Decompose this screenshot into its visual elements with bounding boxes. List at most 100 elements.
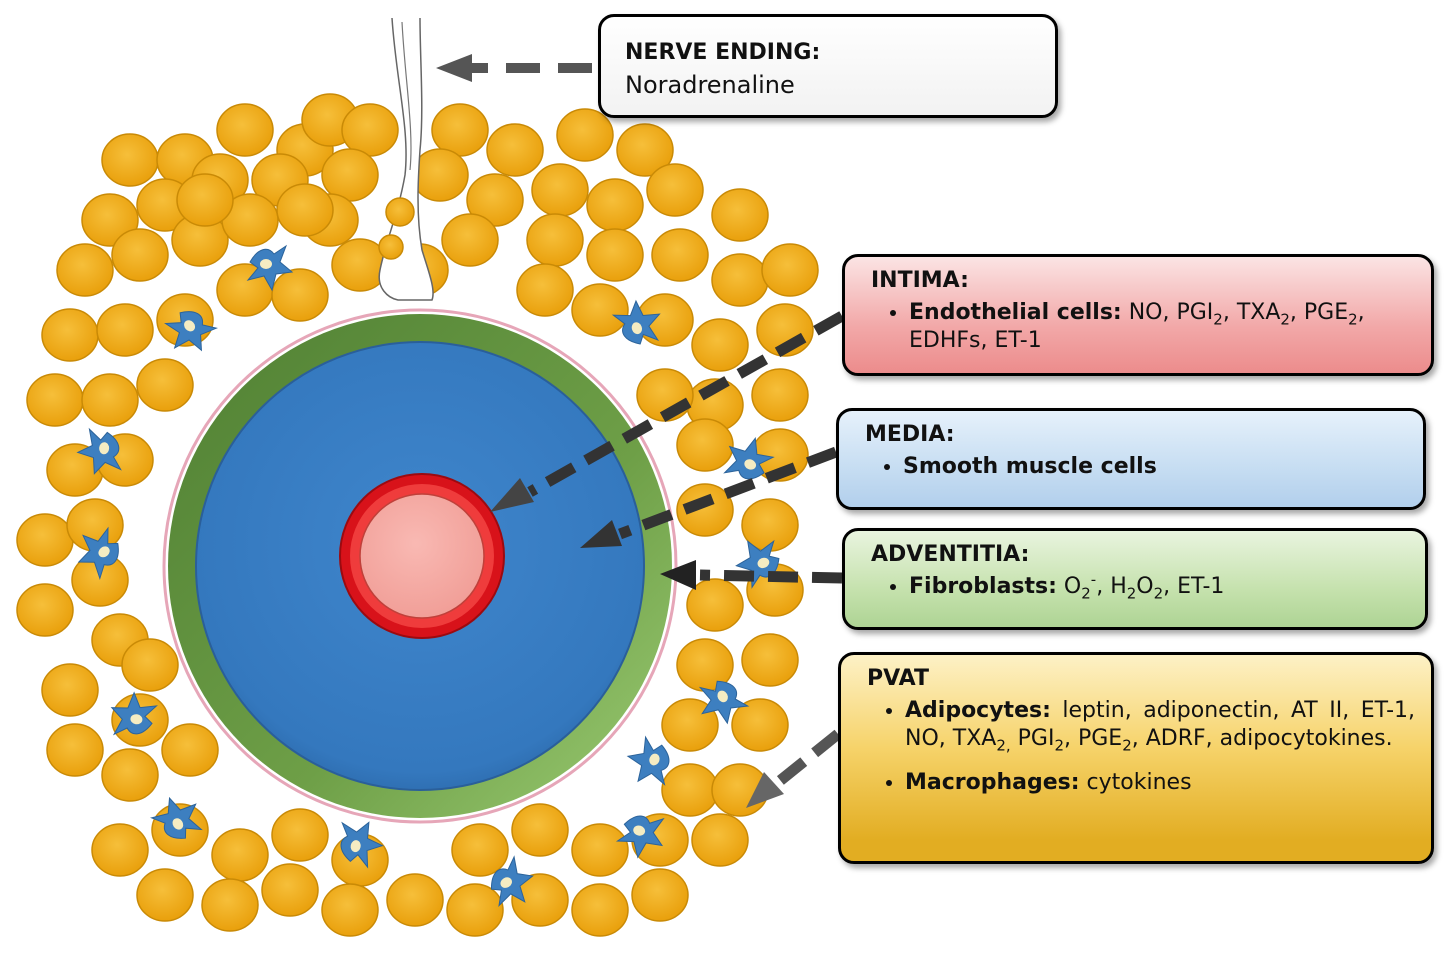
adipocyte xyxy=(586,178,644,232)
intima-sub-1: 2 xyxy=(1213,310,1223,329)
adipocyte xyxy=(216,103,274,157)
adipocyte xyxy=(56,243,114,297)
pvat-macrophages-item: Macrophages: cytokines xyxy=(905,769,1415,797)
adipocyte xyxy=(691,318,749,372)
intima-text-1: NO, PGI xyxy=(1121,300,1214,325)
media-list: Smooth muscle cells xyxy=(865,453,1407,481)
media-box: MEDIA: Smooth muscle cells xyxy=(836,408,1426,510)
macrophage xyxy=(340,821,384,869)
adipocyte xyxy=(271,268,329,322)
arrow-intima xyxy=(490,311,845,512)
macrophage xyxy=(77,526,119,581)
adipocyte xyxy=(711,188,769,242)
adipocyte xyxy=(101,748,159,802)
endothelial-label: Endothelial cells: xyxy=(909,300,1122,325)
lumen xyxy=(359,493,485,619)
adipocyte xyxy=(386,873,444,927)
nerve-ending-shape xyxy=(378,17,434,301)
adipocyte xyxy=(201,878,259,932)
adipocyte xyxy=(691,813,749,867)
adipocyte xyxy=(136,358,194,412)
adipocytes-label: Adipocytes: xyxy=(905,698,1051,723)
adipocyte xyxy=(446,883,504,937)
adipocyte xyxy=(46,723,104,777)
macrophage xyxy=(723,436,775,480)
adventitia-item: Fibroblasts: O2-, H2O2, ET-1 xyxy=(909,570,1409,603)
adipo-text-4: , ADRF, adipocytokines. xyxy=(1131,726,1393,751)
adipocyte xyxy=(41,663,99,717)
adipocyte xyxy=(531,163,589,217)
macrophage xyxy=(615,815,665,859)
adipocyte xyxy=(321,883,379,937)
adipocyte xyxy=(81,373,139,427)
adipocyte xyxy=(441,213,499,267)
adipocyte xyxy=(646,163,704,217)
adipocyte xyxy=(631,868,689,922)
adipocyte xyxy=(731,698,789,752)
adipocyte xyxy=(751,368,809,422)
media-item: Smooth muscle cells xyxy=(903,453,1407,481)
adipocyte xyxy=(466,173,524,227)
adipocyte xyxy=(136,868,194,922)
adipocyte xyxy=(16,583,74,637)
adipocyte xyxy=(41,308,99,362)
adipocyte xyxy=(26,373,84,427)
intima-text-2: , TXA xyxy=(1222,300,1281,325)
nerve-vesicle xyxy=(378,234,404,260)
adipocyte xyxy=(431,103,489,157)
adipocyte xyxy=(451,823,509,877)
adipocyte xyxy=(511,873,569,927)
arrow-pvat xyxy=(746,729,842,808)
adipocyte xyxy=(571,283,629,337)
adipocyte xyxy=(686,578,744,632)
adv-h2o2-sub1: 2 xyxy=(1126,584,1137,603)
intima-sub-2: 2 xyxy=(1280,310,1290,329)
adv-o2-sup: - xyxy=(1090,570,1097,589)
macrophages-label: Macrophages: xyxy=(905,770,1080,795)
adipocyte xyxy=(91,823,149,877)
adipocyte xyxy=(101,133,159,187)
adv-h2o2-a: , H xyxy=(1096,574,1127,599)
nerve-ending-box: NERVE ENDING: Noradrenaline xyxy=(598,14,1058,118)
adipocyte xyxy=(211,828,269,882)
intima-sub-3: 2 xyxy=(1348,310,1358,329)
arrow-nerve xyxy=(436,54,592,82)
adipocyte xyxy=(321,148,379,202)
nerve-ending-title: NERVE ENDING: xyxy=(625,40,821,65)
adipocyte xyxy=(571,823,629,877)
adv-h2o2-sub2: 2 xyxy=(1153,584,1164,603)
macrophage xyxy=(611,299,661,345)
arrow-media xyxy=(580,446,838,548)
adipocyte xyxy=(661,763,719,817)
adipocyte xyxy=(341,103,399,157)
intima-text-4: , EDHFs, ET-1 xyxy=(909,300,1365,353)
adv-o2-sub: 2 xyxy=(1081,584,1091,603)
macrophage xyxy=(110,691,158,736)
adipocyte xyxy=(511,803,569,857)
adipocyte xyxy=(121,638,179,692)
adipocyte xyxy=(741,633,799,687)
pvat-box: PVAT Adipocytes: leptin, adiponectin, AT… xyxy=(838,652,1434,864)
macrophage xyxy=(490,855,534,908)
adipocyte xyxy=(161,723,219,777)
adipocyte xyxy=(556,108,614,162)
adipo-text-2: PGI xyxy=(1010,726,1055,751)
adipocyte xyxy=(516,263,574,317)
adipocyte xyxy=(676,483,734,537)
intima-title: INTIMA: xyxy=(871,268,969,293)
adventitia-box: ADVENTITIA: Fibroblasts: O2-, H2O2, ET-1 xyxy=(842,528,1428,630)
pvat-list: Adipocytes: leptin, adiponectin, AT II, … xyxy=(867,697,1415,797)
adv-o2: O xyxy=(1056,574,1082,599)
adipocyte xyxy=(96,303,154,357)
intima-item: Endothelial cells: NO, PGI2, TXA2, PGE2,… xyxy=(909,299,1415,355)
adipocyte xyxy=(271,808,329,862)
adipocyte xyxy=(486,123,544,177)
adipo-sub-3: 2 xyxy=(1122,736,1132,755)
adipocyte xyxy=(411,148,469,202)
adipocyte xyxy=(571,883,629,937)
intima-list: Endothelial cells: NO, PGI2, TXA2, PGE2,… xyxy=(871,299,1415,355)
nerve-fiber-line xyxy=(401,21,412,171)
macrophage xyxy=(150,796,203,839)
adipocyte xyxy=(261,863,319,917)
